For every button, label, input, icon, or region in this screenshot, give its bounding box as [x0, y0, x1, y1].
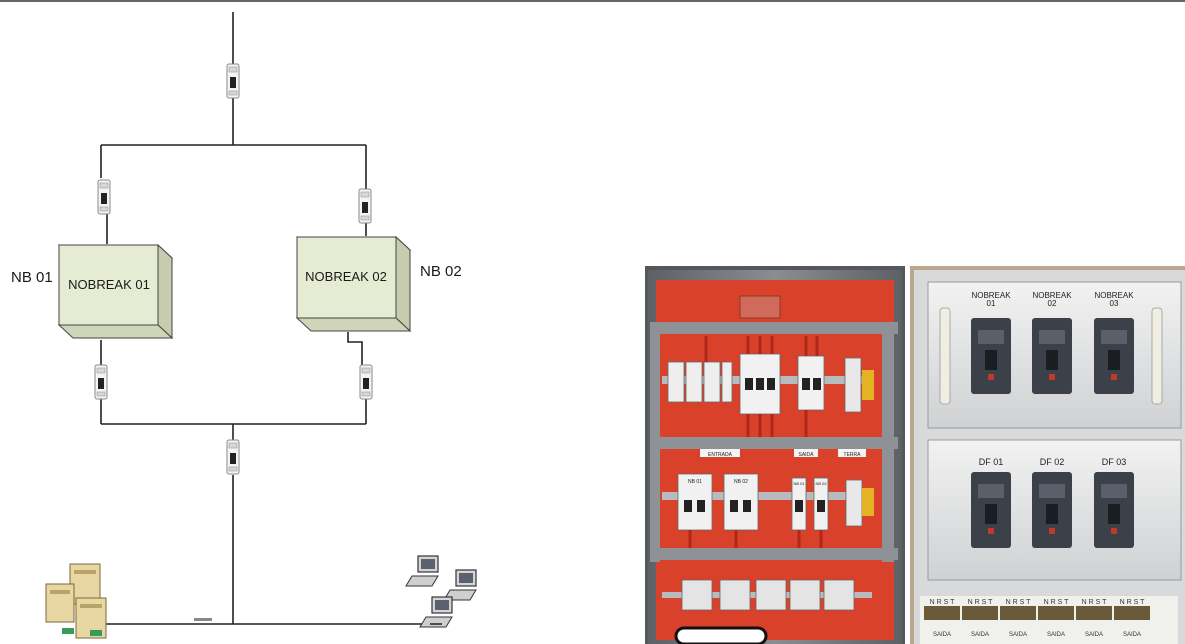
- terminal-out-6: SAIDA: [1123, 632, 1141, 638]
- top-breaker-3-line2: 03: [1110, 299, 1119, 308]
- terminal-letters-5: N R S T: [1082, 599, 1107, 606]
- top-breaker-1-line2: 01: [987, 299, 996, 308]
- output-breaker-icon: [227, 440, 239, 474]
- single-line-diagram: NOBREAK 01 NB 01 NOBREAK 02 NB 02: [11, 12, 476, 638]
- rail-label-entrada: ENTRADA: [708, 452, 733, 458]
- server-cluster-icon: [46, 564, 106, 638]
- electrical-panel-photo: ENTRADA SAIDA TERRA NB 01 NB 02 NB 01 NB…: [645, 266, 905, 644]
- ups2-out-wire: [348, 332, 362, 366]
- terminal-letters-2: N R S T: [968, 599, 993, 606]
- ups2-input-breaker-icon: [359, 189, 371, 223]
- rail-label-saida: SAIDA: [798, 452, 814, 458]
- small-junction-mark: [194, 618, 212, 621]
- ups-1-label: NOBREAK 01: [68, 277, 150, 292]
- bottom-breakers: [971, 472, 1134, 548]
- top-breakers: [971, 318, 1134, 394]
- bottom-breaker-label-df02: DF 02: [1040, 457, 1065, 467]
- breaker-label-nb01-a: NB 01: [688, 479, 702, 485]
- breaker-label-nb02-b: NB 02: [815, 481, 827, 486]
- top-breaker-2-line2: 02: [1048, 299, 1057, 308]
- nb-01-tag: NB 01: [11, 269, 53, 286]
- terminal-out-3: SAIDA: [1009, 632, 1027, 638]
- bottom-breaker-label-df01: DF 01: [979, 457, 1004, 467]
- nb-02-tag: NB 02: [420, 263, 462, 280]
- terminal-letters-3: N R S T: [1006, 599, 1031, 606]
- ups1-input-breaker-icon: [98, 180, 110, 214]
- ups1-output-breaker-icon: [95, 365, 107, 399]
- terminal-letters-4: N R S T: [1044, 599, 1069, 606]
- breaker-label-nb01-b: NB 01: [793, 481, 805, 486]
- bottom-breaker-label-df03: DF 03: [1102, 457, 1127, 467]
- terminal-letters-6: N R S T: [1120, 599, 1145, 606]
- terminal-out-1: SAIDA: [933, 632, 951, 638]
- main-breaker-icon: [227, 64, 239, 98]
- workstations-icon: [406, 556, 476, 627]
- terminal-out-4: SAIDA: [1047, 632, 1065, 638]
- breaker-label-nb02-a: NB 02: [734, 479, 748, 485]
- terminal-letters-1: N R S T: [930, 599, 955, 606]
- ups-2-box: [297, 237, 410, 331]
- ups2-output-breaker-icon: [360, 365, 372, 399]
- terminal-out-2: SAIDA: [971, 632, 989, 638]
- rail-label-terra: TERRA: [844, 452, 862, 458]
- ups-2-label: NOBREAK 02: [305, 269, 387, 284]
- terminal-out-5: SAIDA: [1085, 632, 1103, 638]
